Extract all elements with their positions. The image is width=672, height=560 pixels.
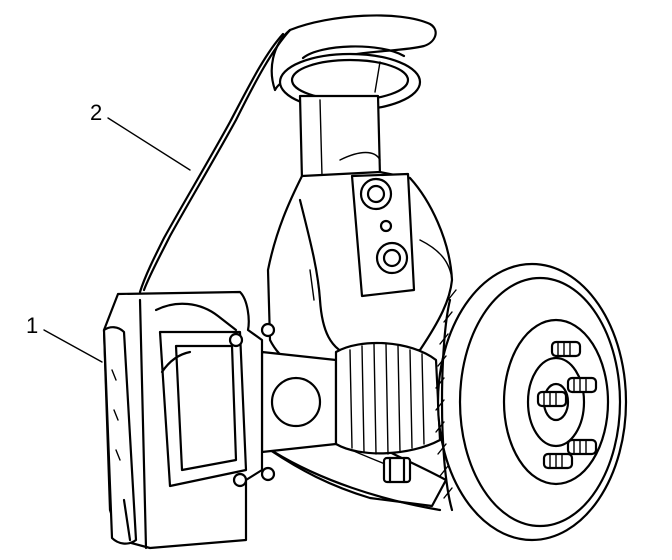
wheel-stud-right-lower xyxy=(566,438,598,456)
callout-1-label: 1 xyxy=(26,313,38,338)
callout-1: 1 xyxy=(26,313,103,363)
wheel-stud-left xyxy=(536,390,568,408)
ball-joint-nut xyxy=(382,456,412,484)
brake-caliper xyxy=(102,290,276,550)
callout-2-label: 2 xyxy=(90,100,102,125)
axle-boot xyxy=(260,341,442,455)
wheel-studs xyxy=(536,340,598,470)
callout-1-leader xyxy=(43,329,103,363)
wheel-stud-top xyxy=(550,340,582,358)
callout-2-leader xyxy=(107,117,191,171)
callout-2: 2 xyxy=(90,100,191,171)
wheel-stud-bottom xyxy=(542,452,574,470)
steering-knuckle xyxy=(266,170,454,374)
small-nut xyxy=(379,219,393,233)
brake-hose xyxy=(138,28,292,294)
knuckle-bolt-lower xyxy=(375,241,409,275)
wheel-stud-right-upper xyxy=(566,376,598,394)
knuckle-bolt-upper xyxy=(359,177,393,211)
strut-tube xyxy=(298,94,382,182)
